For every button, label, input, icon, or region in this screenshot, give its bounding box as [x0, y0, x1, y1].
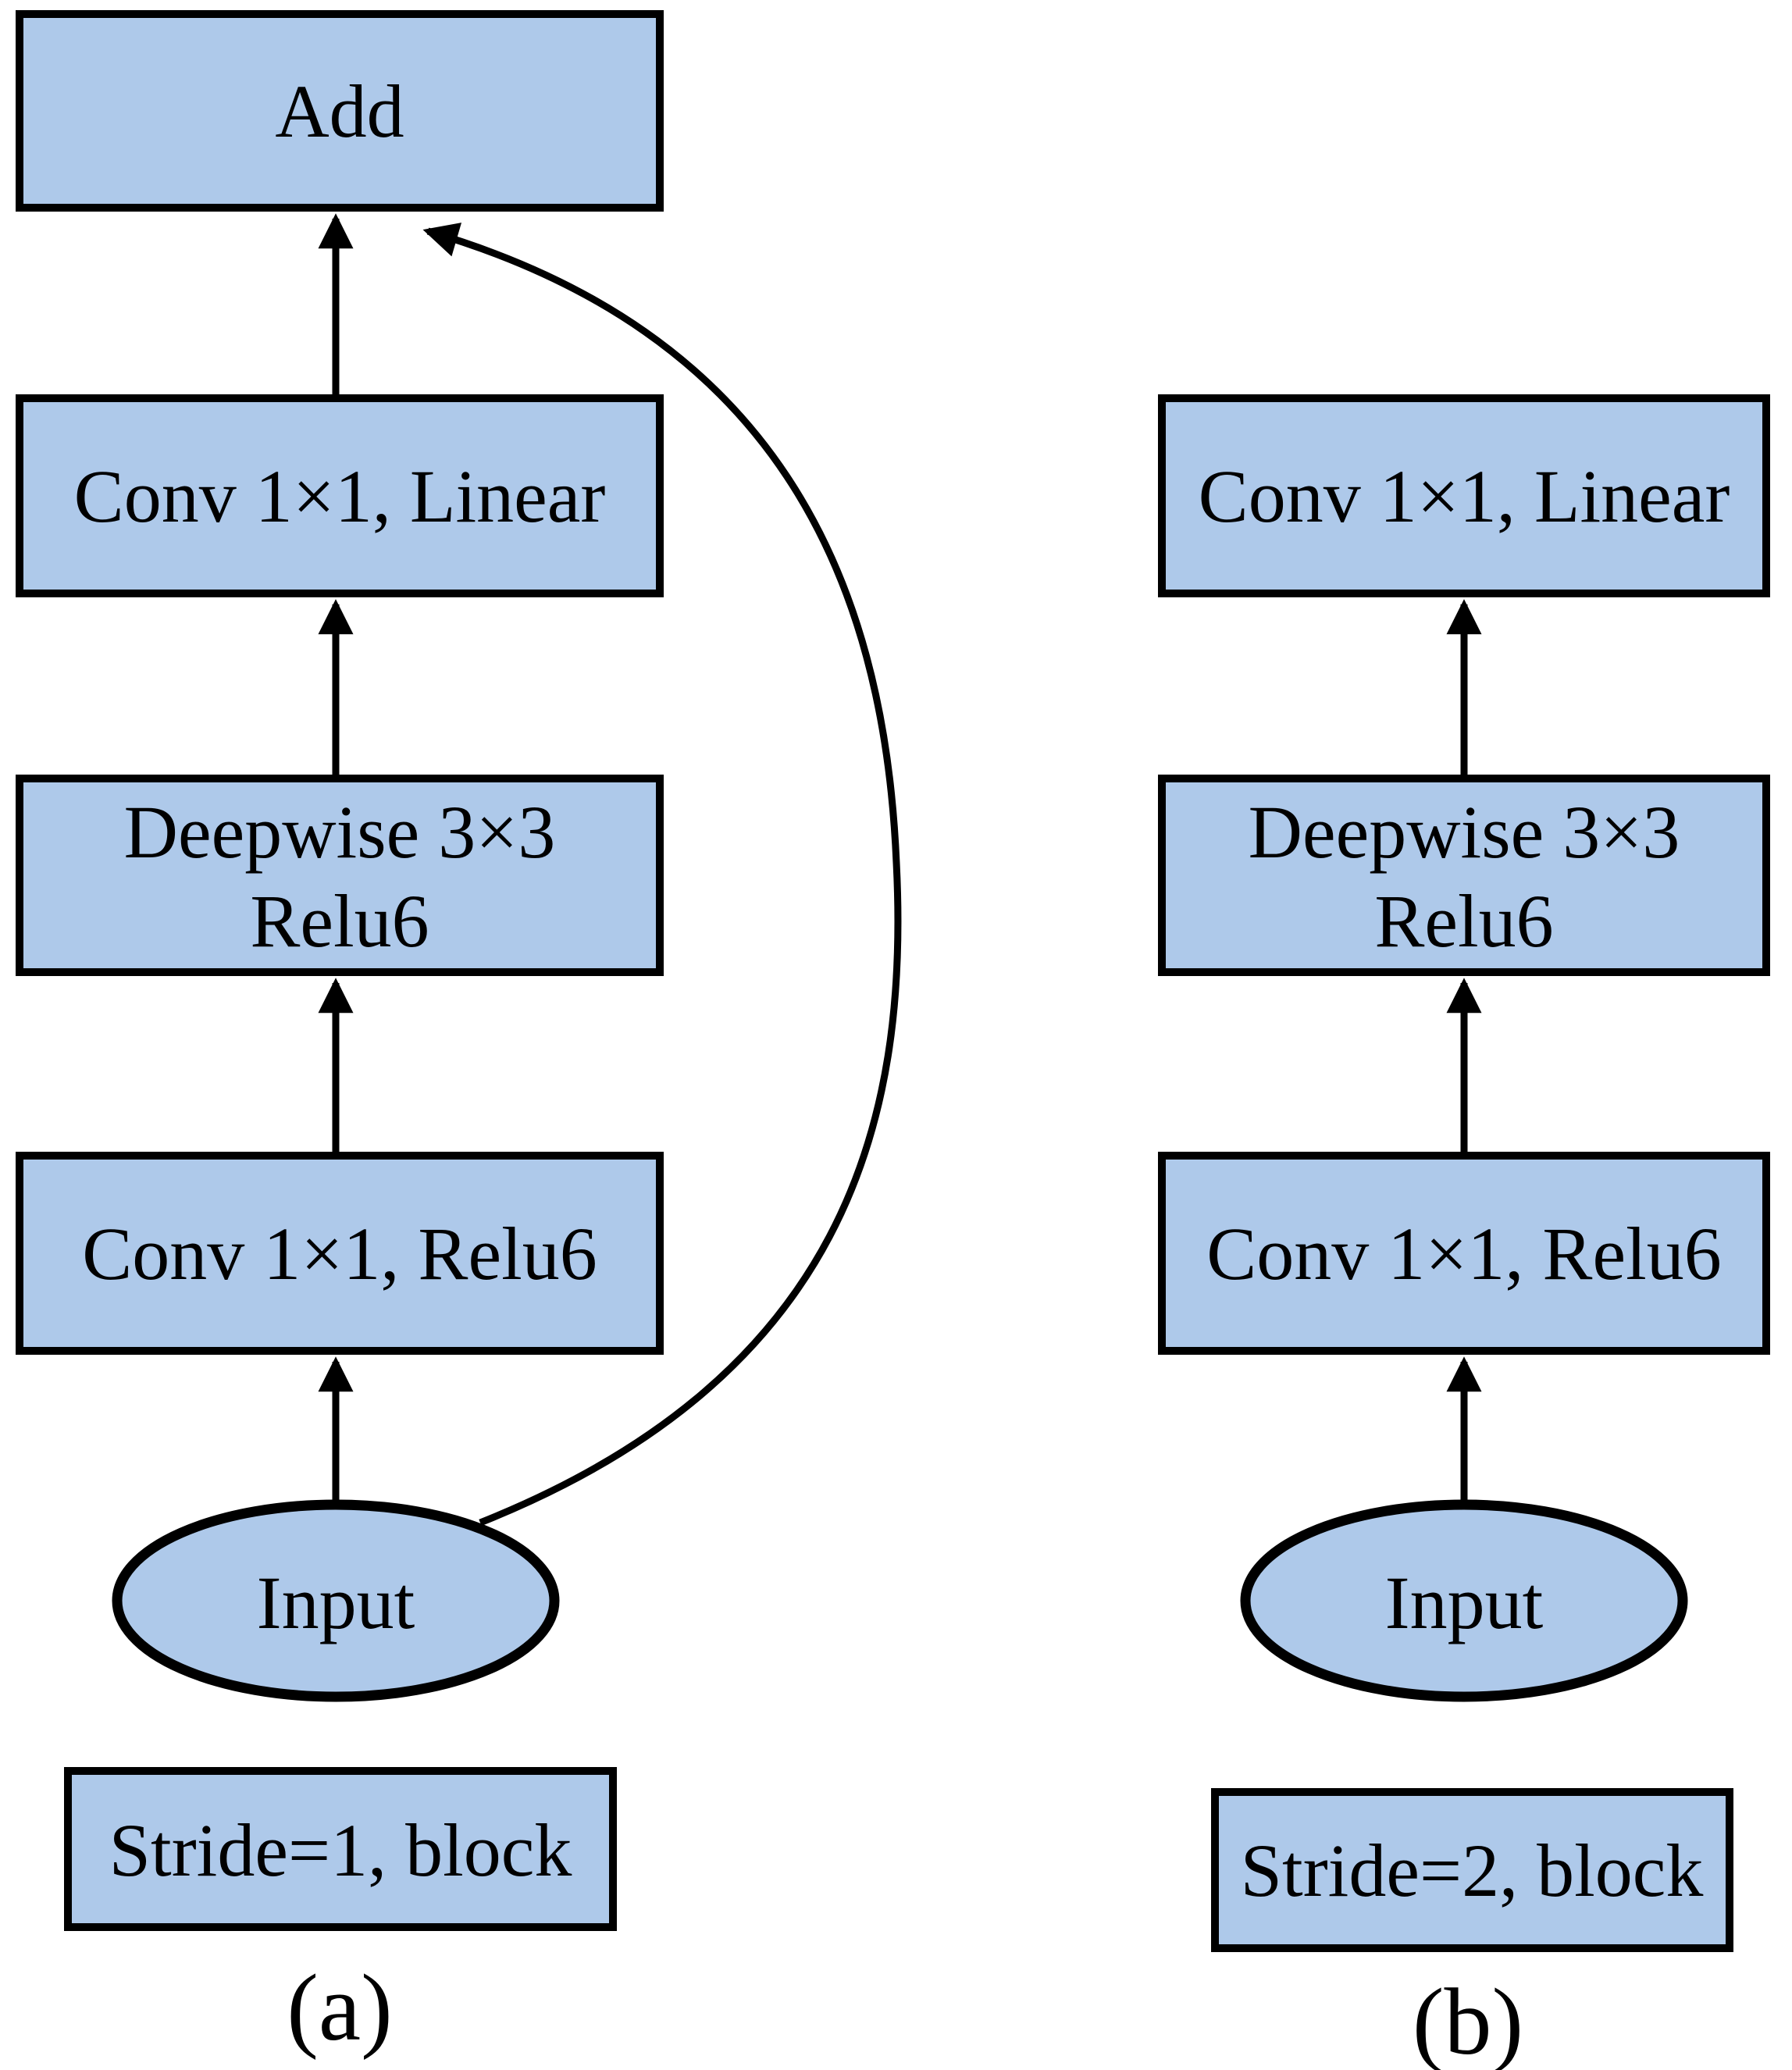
deepwise-box-a — [16, 775, 664, 976]
deepwise-label-line1-a: Deepwise 3×3 — [124, 790, 556, 874]
conv-linear-label-b: Conv 1×1, Linear — [1199, 454, 1730, 538]
skip-connection-curve — [422, 223, 902, 1527]
stride-box-a — [64, 1767, 617, 1931]
conv-relu6-box-b — [1158, 1152, 1770, 1355]
input-label-a: Input — [257, 1561, 415, 1644]
input-ellipse-a — [112, 1499, 560, 1702]
caption-b: (b) — [1413, 1969, 1523, 2070]
add-box — [16, 10, 664, 212]
deepwise-label-line1-b: Deepwise 3×3 — [1249, 790, 1680, 874]
conv-linear-box-a — [16, 394, 664, 597]
conv-relu6-label-a: Conv 1×1, Relu6 — [82, 1212, 597, 1295]
add-label: Add — [275, 69, 404, 153]
stride-label-a: Stride=1, block — [109, 1808, 572, 1892]
conv-linear-box-b — [1158, 394, 1770, 597]
input-ellipse-b — [1240, 1499, 1688, 1702]
stride-label-b: Stride=2, block — [1241, 1829, 1704, 1912]
deepwise-box-b — [1158, 775, 1770, 976]
conv-relu6-label-b: Conv 1×1, Relu6 — [1206, 1212, 1721, 1295]
caption-a: (a) — [287, 1955, 392, 2061]
deepwise-label-line2-b: Relu6 — [1374, 879, 1553, 963]
block-a: Add Conv 1×1, Linear Deepwise 3×3 Relu6 … — [16, 10, 902, 2061]
deepwise-label-line2-a: Relu6 — [250, 879, 429, 963]
stride-box-b — [1211, 1788, 1733, 1952]
block-b: Conv 1×1, Linear Deepwise 3×3 Relu6 Conv… — [1158, 394, 1770, 2070]
conv-relu6-box-a — [16, 1152, 664, 1355]
conv-linear-label-a: Conv 1×1, Linear — [74, 454, 606, 538]
input-label-b: Input — [1385, 1561, 1544, 1644]
